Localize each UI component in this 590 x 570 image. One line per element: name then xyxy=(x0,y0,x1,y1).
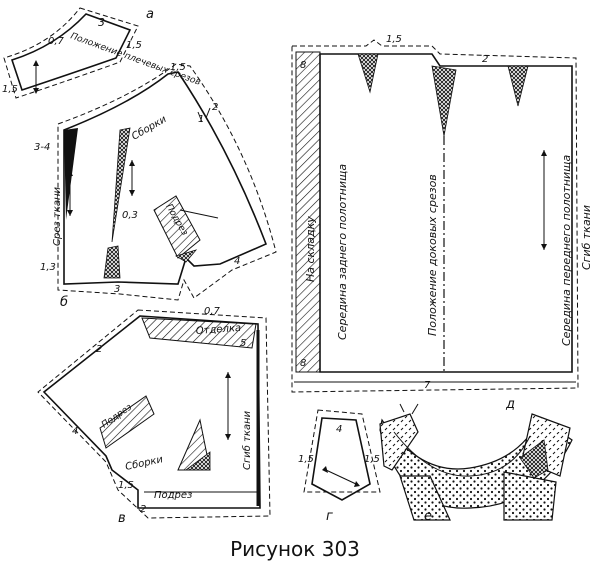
panel-g-dim-left: 1,5 xyxy=(298,454,314,465)
panel-b-dim-left-top: 3-4 xyxy=(34,142,50,153)
panel-d-number-8-top: 8 xyxy=(300,60,306,71)
panel-d-number-7: 7 xyxy=(424,380,431,391)
panel-v-number-2b: 2 xyxy=(140,504,146,515)
panel-b-grain-label: Срез ткани xyxy=(52,186,63,246)
panel-a-letter: а xyxy=(146,7,154,22)
panel-d-darts-label: Положение доковых срезов xyxy=(426,174,439,336)
panel-v-number-5: 5 xyxy=(240,338,246,349)
panel-v: в Отделка Подрез Сборки Подрез Сгиб ткан… xyxy=(37,306,271,526)
panel-v-dim-bottom-left: 1,5 xyxy=(118,480,134,491)
panel-a-dim-top-right: 1,5 xyxy=(126,40,142,51)
panel-v-grain-label: Сгиб ткани xyxy=(241,410,253,470)
panel-a-part-number: 3 xyxy=(98,16,105,29)
panel-g-dim-right: 1,5 xyxy=(364,454,380,465)
figure-caption: Рисунок 303 xyxy=(230,537,360,561)
panel-a-dim-top-left: 0,7 xyxy=(48,36,65,47)
panel-b-number-4: 4 xyxy=(234,256,240,267)
panel-g: г 4 1,5 1,5 xyxy=(298,409,381,524)
panel-v-letter: в xyxy=(118,511,126,526)
panel-b-number-2: 2 xyxy=(212,102,218,113)
panel-e-letter: е xyxy=(424,509,432,524)
panel-d-number-top-right: 2 xyxy=(482,54,488,65)
panel-v-trim-label: Отделка xyxy=(195,323,241,337)
panel-b-dim-top-right: 1,5 xyxy=(170,62,186,73)
panel-b-gathers-label: Сборки xyxy=(130,113,169,143)
panel-v-gathers-label: Сборки xyxy=(124,453,164,473)
panel-b-number-1: 1 xyxy=(198,114,204,125)
panel-d: д 1,5 2 8 8 7 На складку Середина заднег… xyxy=(291,34,590,412)
panel-g-letter: г xyxy=(326,509,333,524)
panel-d-letter: д xyxy=(505,397,515,412)
panel-b-dim-mid: 0,3 xyxy=(122,210,138,221)
panel-d-grain-label: Сгиб ткани xyxy=(580,205,590,270)
panel-v-number-4: 4 xyxy=(72,426,78,437)
panel-a: а 3 1,5 0,7 1,5 Положение плечевых срезо… xyxy=(2,7,202,99)
panel-g-number-top: 4 xyxy=(336,424,342,435)
panel-b: б Сборки Срез ткани Подрез 1 2 3 4 1,5 0… xyxy=(34,62,277,310)
panel-b-dim-left-bottom: 1,3 xyxy=(40,262,56,273)
pattern-figure: а 3 1,5 0,7 1,5 Положение плечевых срезо… xyxy=(2,7,590,526)
panel-d-front-label: Середина переднего полотнища xyxy=(560,155,573,346)
panel-v-facing-bottom-label: Подрез xyxy=(154,490,192,501)
panel-d-number-8-bottom: 8 xyxy=(300,358,306,369)
panel-b-letter: б xyxy=(60,295,68,310)
panel-v-number-2: 2 xyxy=(96,344,102,355)
panel-v-dim-top: 0,7 xyxy=(204,306,221,317)
panel-a-dim-left: 1,5 xyxy=(2,84,18,95)
panel-d-fold-label: На складку xyxy=(304,216,317,282)
panel-b-number-3: 3 xyxy=(114,284,120,295)
panel-d-dim-top-left: 1,5 xyxy=(386,34,402,45)
panel-e: е xyxy=(379,403,573,524)
panel-d-back-label: Середина заднего полотнища xyxy=(336,164,349,340)
